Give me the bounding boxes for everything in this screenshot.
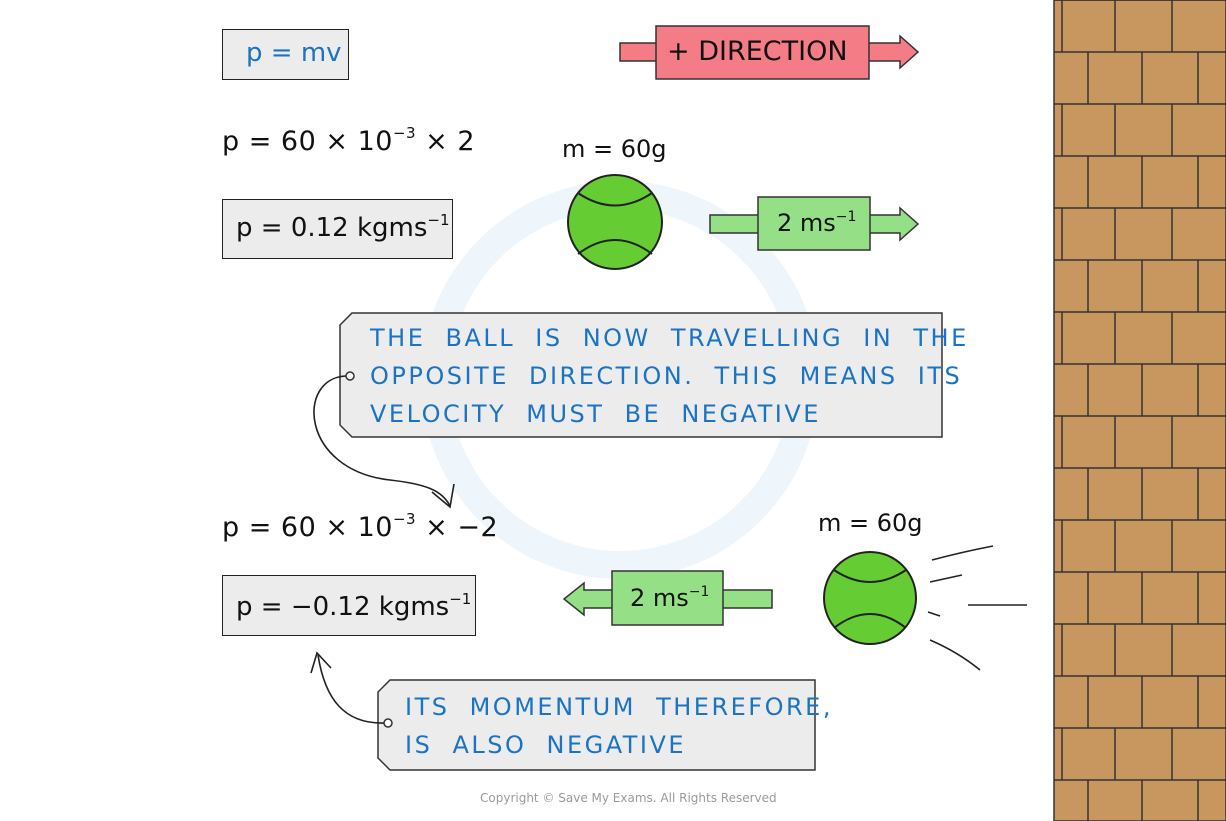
result-text-1: p = 0.12 kgms−1: [236, 211, 450, 243]
brick-wall: [1053, 0, 1226, 821]
mass-label-2: m = 60g: [818, 509, 923, 537]
velocity-label-1: 2 ms−1: [777, 209, 857, 237]
velocity-label-2: 2 ms−1: [630, 584, 710, 612]
formula-text: p = mv: [246, 38, 342, 68]
direction-arrow-label: + DIRECTION: [667, 36, 848, 67]
direction-arrow: [619, 25, 920, 80]
velocity-arrow-right: [709, 196, 920, 251]
formula-box: [222, 29, 349, 80]
result-box-2: [222, 575, 476, 636]
motion-lines: [927, 545, 1027, 671]
velocity-arrow-left: [562, 570, 773, 626]
note-1-line-2: OPPOSITE DIRECTION. THIS MEANS ITS: [370, 362, 963, 390]
note-2-line-1: ITS MOMENTUM THEREFORE,: [405, 693, 833, 721]
tennis-ball-2: [823, 551, 917, 645]
note-tag-1: [313, 312, 943, 509]
note-1-text: THE BALL IS NOW TRAVELLING IN THE OPPOSI…: [370, 319, 969, 433]
note-2-text: ITS MOMENTUM THEREFORE, IS ALSO NEGATIVE: [405, 688, 833, 764]
note-tag-2: [310, 651, 816, 771]
note-1-line-3: VELOCITY MUST BE NEGATIVE: [370, 400, 821, 428]
result-box-1: [222, 199, 453, 259]
momentum-calculation-1: p = 60 × 10−3 × 2: [222, 124, 476, 157]
note-2-line-2: IS ALSO NEGATIVE: [405, 731, 687, 759]
copyright-text: Copyright © Save My Exams. All Rights Re…: [480, 791, 777, 805]
momentum-calculation-2: p = 60 × 10−3 × −2: [222, 510, 499, 543]
note-1-line-1: THE BALL IS NOW TRAVELLING IN THE: [370, 324, 969, 352]
mass-label-1: m = 60g: [562, 135, 667, 163]
tennis-ball-1: [567, 174, 663, 270]
result-text-2: p = −0.12 kgms−1: [236, 590, 472, 622]
